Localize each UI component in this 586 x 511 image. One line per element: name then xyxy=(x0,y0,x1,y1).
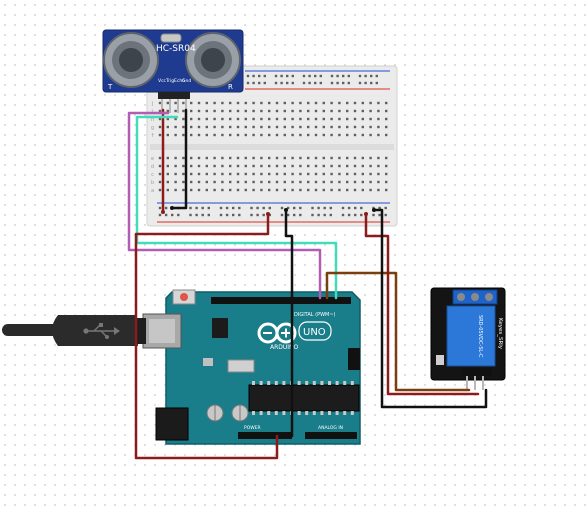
power-header-label: POWER xyxy=(244,425,261,431)
ultrasonic-sensor: HC-SR04 T R Vcc Trig Echo Gnd xyxy=(102,29,244,113)
wire-sensor-gnd xyxy=(170,108,188,210)
relay-rating-label: SRD-05VDC-SL-C xyxy=(477,315,483,358)
digital-header xyxy=(211,297,351,304)
wires xyxy=(127,108,488,460)
breadboard-row-letter: e xyxy=(151,156,154,162)
power-jack-icon xyxy=(155,407,189,441)
power-header xyxy=(238,432,292,439)
wire-relay-gnd xyxy=(372,208,488,409)
relay-model-label: Keyes_SRly xyxy=(497,318,503,350)
arduino-logo-icon xyxy=(257,322,297,344)
relay-module: SRD-05VDC-SL-C Keyes_SRly xyxy=(430,287,506,390)
sensor-corner-left-label: T xyxy=(107,83,113,91)
arduino-uno-board: DIGITAL (PWM~) ARDUINO UNO POWER ANALOG … xyxy=(142,289,361,445)
arduino-brand-label: ARDUINO xyxy=(270,344,299,351)
relay-diode-icon xyxy=(436,355,444,365)
breadboard-row-letter: a xyxy=(151,188,154,194)
sensor-corner-right-label: R xyxy=(228,83,233,91)
breadboard-row-letter: h xyxy=(151,117,154,123)
sensor-pin-label-gnd: Gnd xyxy=(182,78,191,84)
wire-5v xyxy=(134,212,279,460)
wire-relay-signal xyxy=(325,271,471,392)
sensor-model-label: HC-SR04 xyxy=(156,44,196,54)
breadboard-row-letter: f xyxy=(151,133,154,139)
analog-header-label: ANALOG IN xyxy=(318,425,343,431)
usb-symbol-icon xyxy=(83,323,120,339)
breadboard-row-letter: b xyxy=(151,180,154,186)
crystal-icon xyxy=(160,33,182,43)
crystal-oscillator-icon xyxy=(227,359,255,373)
atmega-chip-icon xyxy=(248,384,360,412)
breadboard-row-letter: c xyxy=(151,172,154,178)
relay-coil-icon xyxy=(446,305,496,367)
wire-gnd-arduino xyxy=(284,208,294,438)
wire-relay-vcc xyxy=(364,212,480,396)
sensor-header-pins xyxy=(158,92,190,113)
usb-chip-icon xyxy=(212,318,228,338)
wire-trig xyxy=(127,111,322,300)
breadboard-row-letter: g xyxy=(151,125,154,131)
breadboard-row-letter: j xyxy=(151,101,154,107)
sensor-pin-label-vcc: Vcc xyxy=(158,78,167,84)
breadboard-row-letter: d xyxy=(151,164,154,170)
usb-cable xyxy=(2,315,146,346)
sensor-pin-label-trig: Trig xyxy=(165,78,174,84)
analog-header xyxy=(305,432,357,439)
sensor-pin-label-echo: Echo xyxy=(174,78,185,84)
arduino-board-label: UNO xyxy=(303,327,326,338)
breadboard-holes xyxy=(158,74,388,217)
icsp-header xyxy=(348,348,360,370)
digital-header-label: DIGITAL (PWM~) xyxy=(294,312,336,318)
